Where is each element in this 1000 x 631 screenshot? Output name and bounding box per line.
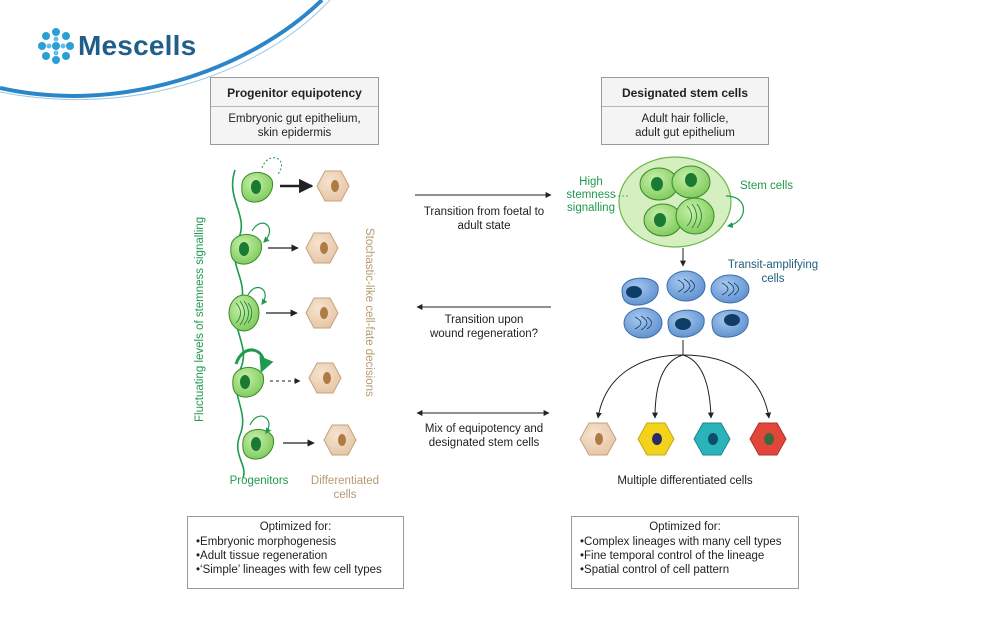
right-optimized-list: Complex lineages with many cell types Fi… bbox=[572, 535, 798, 577]
progenitor-cell bbox=[232, 367, 265, 398]
right-optimized-box: Optimized for: Complex lineages with man… bbox=[571, 516, 799, 589]
stem-cell-niche bbox=[618, 156, 732, 248]
left-header-box: Progenitor equipotency Embryonic gut epi… bbox=[210, 77, 379, 145]
differentiated-cell-red bbox=[749, 422, 787, 456]
high-stemness-line2: stemness bbox=[566, 189, 616, 201]
multiple-differentiated-label: Multiple differentiated cells bbox=[617, 475, 753, 487]
transition-wound-line1: Transition upon bbox=[444, 314, 524, 326]
differentiated-cells-label-line1: Differentiated bbox=[310, 475, 380, 487]
high-stemness-line1: High bbox=[579, 176, 603, 188]
transit-amplifying-cell bbox=[711, 309, 749, 338]
mix-label: Mix of equipotency and designated stem c… bbox=[414, 422, 554, 450]
right-header-subtitle-line1: Adult hair follicle, bbox=[641, 113, 729, 125]
right-header-title: Designated stem cells bbox=[602, 78, 768, 107]
differentiated-cell bbox=[305, 232, 339, 264]
differentiated-cells-label: Differentiated cells bbox=[300, 474, 390, 502]
differentiated-cell bbox=[316, 170, 350, 202]
transition-wound-label: Transition upon wound regeneration? bbox=[414, 313, 554, 341]
stem-cell-self-renewal-arrow bbox=[725, 195, 744, 228]
right-header-subtitle-line2: adult gut epithelium bbox=[635, 127, 735, 139]
transit-amplifying-line1: Transit-amplifying bbox=[727, 259, 819, 271]
self-renewal-arrow bbox=[251, 222, 271, 243]
list-item: Adult tissue regeneration bbox=[196, 549, 403, 563]
self-renewal-arrow bbox=[261, 157, 282, 175]
high-stemness-line3: signalling bbox=[567, 202, 615, 214]
lineage-arrow-cyan bbox=[682, 354, 714, 419]
left-header-subtitle-line2: skin epidermis bbox=[257, 127, 332, 139]
stochastic-vertical-label: Stochastic-like cell-fate decisions bbox=[363, 228, 375, 397]
transition-wound-line2: wound regeneration? bbox=[429, 328, 539, 340]
transition-foetal-line2: adult state bbox=[457, 220, 511, 232]
lineage-arrow-yellow bbox=[652, 354, 684, 419]
differentiated-cell-tan bbox=[579, 422, 617, 456]
differentiated-cell-yellow bbox=[637, 422, 675, 456]
header-swoosh-thin bbox=[0, 0, 331, 101]
left-header-subtitle: Embryonic gut epithelium, skin epidermis bbox=[211, 107, 378, 145]
mescells-logo-icon bbox=[38, 28, 74, 64]
transit-amplifying-cell bbox=[623, 307, 663, 339]
progenitors-label: Progenitors bbox=[229, 475, 289, 487]
transition-foetal-line1: Transition from foetal to bbox=[423, 206, 545, 218]
left-header-subtitle-line1: Embryonic gut epithelium, bbox=[228, 113, 361, 125]
differentiated-cells-label-line2: cells bbox=[333, 489, 357, 501]
progenitor-cell bbox=[241, 172, 274, 203]
mix-line1: Mix of equipotency and bbox=[424, 423, 544, 435]
left-optimized-box: Optimized for: Embryonic morphogenesis A… bbox=[187, 516, 404, 589]
brand-name: Mescells bbox=[78, 30, 197, 61]
self-renewal-arrow bbox=[249, 415, 272, 434]
list-item: Embryonic morphogenesis bbox=[196, 535, 403, 549]
progenitor-cell bbox=[242, 429, 275, 460]
right-header-box: Designated stem cells Adult hair follicl… bbox=[601, 77, 769, 145]
transit-amplifying-cell bbox=[667, 309, 705, 338]
differentiated-cell bbox=[308, 362, 342, 394]
transit-amplifying-line2: cells bbox=[761, 273, 785, 285]
right-optimized-title: Optimized for: bbox=[649, 521, 721, 533]
transit-amplifying-cell bbox=[621, 277, 659, 306]
transit-amplifying-label: Transit-amplifying cells bbox=[718, 258, 828, 286]
high-stemness-label: High stemness signalling bbox=[560, 176, 622, 215]
stem-cells-label: Stem cells bbox=[740, 180, 794, 192]
transit-amplifying-cell bbox=[666, 270, 706, 302]
list-item: Complex lineages with many cell types bbox=[580, 535, 798, 549]
left-header-title: Progenitor equipotency bbox=[211, 78, 378, 107]
right-header-subtitle: Adult hair follicle, adult gut epitheliu… bbox=[602, 107, 768, 145]
strong-self-renewal-arrow bbox=[234, 348, 274, 373]
left-optimized-title: Optimized for: bbox=[259, 521, 332, 533]
self-renewal-arrow bbox=[247, 286, 268, 305]
list-item: Fine temporal control of the lineage bbox=[580, 549, 798, 563]
differentiated-cell bbox=[305, 297, 339, 329]
lineage-arrow-red bbox=[682, 354, 772, 419]
transit-amplifying-cell bbox=[710, 274, 750, 304]
dividing-progenitor-cell bbox=[228, 294, 260, 332]
header-swoosh bbox=[0, 0, 324, 98]
stemness-wave bbox=[231, 169, 245, 479]
mix-line2: designated stem cells bbox=[428, 437, 540, 449]
list-item: ‘Simple’ lineages with few cell types bbox=[196, 563, 403, 577]
left-optimized-list: Embryonic morphogenesis Adult tissue reg… bbox=[188, 535, 403, 577]
lineage-arrow-tan bbox=[595, 354, 684, 419]
transition-foetal-label: Transition from foetal to adult state bbox=[414, 205, 554, 233]
progenitor-cell bbox=[230, 234, 263, 265]
stemness-vertical-label: Fluctuating levels of stemness signallin… bbox=[194, 217, 206, 422]
differentiated-cell bbox=[323, 424, 357, 456]
list-item: Spatial control of cell pattern bbox=[580, 563, 798, 577]
differentiated-cell-cyan bbox=[693, 422, 731, 456]
